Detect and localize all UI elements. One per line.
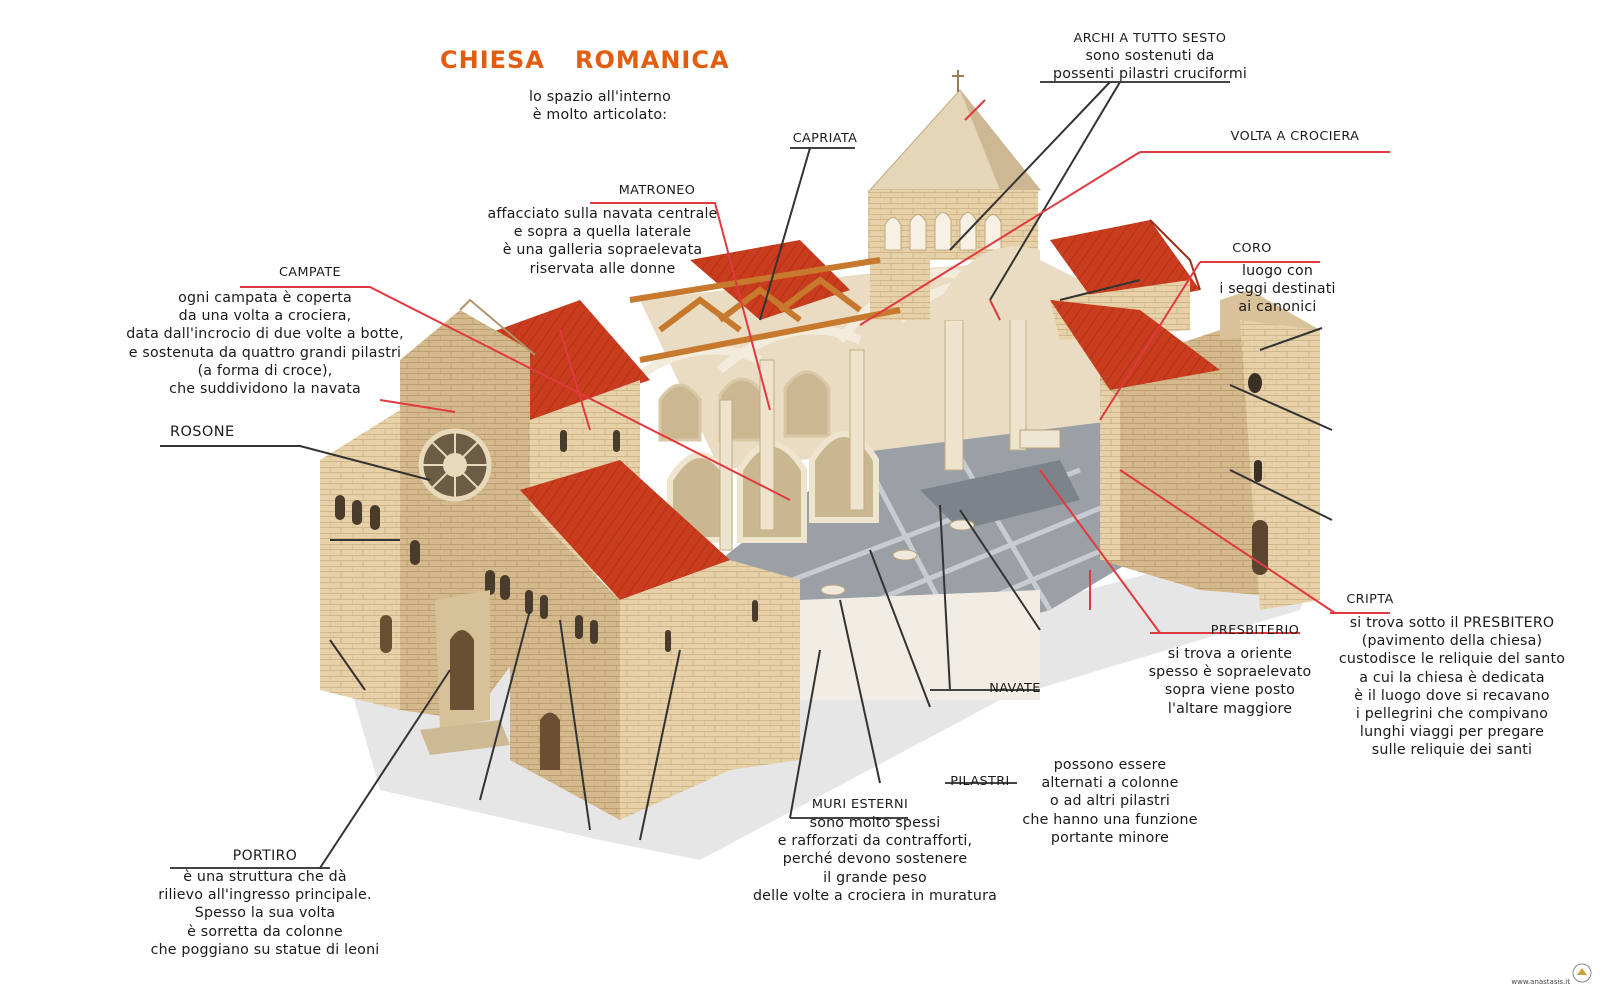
archi-heading: ARCHI A TUTTO SESTO bbox=[1073, 31, 1227, 46]
coro-text: luogo con i seggi destinati ai canonici bbox=[1190, 262, 1365, 317]
matroneo-line: è una galleria sopraelevata bbox=[502, 242, 703, 259]
pillar bbox=[944, 319, 964, 471]
pilastri-line: alternati a colonne bbox=[1041, 775, 1179, 792]
front-transept bbox=[510, 460, 1040, 820]
altar bbox=[1019, 429, 1061, 449]
pillar bbox=[759, 359, 775, 531]
cripta-line: si trova sotto il PRESBITERO bbox=[1349, 615, 1555, 631]
coro-line: i seggi destinati bbox=[1219, 281, 1336, 298]
capriata-heading: CAPRIATA bbox=[792, 131, 858, 146]
volta-heading: VOLTA A CROCIERA bbox=[1230, 129, 1360, 144]
presbiterio-line: spesso è sopraelevato bbox=[1148, 664, 1312, 681]
cripta-line: lunghi viaggi per pregare bbox=[1359, 724, 1545, 741]
pilastri-line: possono essere bbox=[1053, 757, 1167, 773]
title-word-1: CHIESA bbox=[440, 46, 545, 74]
matroneo-line: riservata alle donne bbox=[529, 260, 676, 277]
muri-line: sono molto spessi bbox=[809, 815, 941, 831]
muri-line: e rafforzati da contrafforti, bbox=[777, 833, 973, 850]
portiro-line: è sorretta da colonne bbox=[187, 923, 343, 940]
intro-line: lo spazio all'interno bbox=[529, 89, 671, 105]
presbiterio-text: si trova a oriente spesso è sopraelevato… bbox=[1130, 645, 1330, 718]
muri-line: perché devono sostenere bbox=[782, 851, 968, 868]
cripta-line: è il luogo dove si recavano bbox=[1354, 687, 1550, 704]
coro-line: ai canonici bbox=[1238, 299, 1317, 316]
campate-line: che suddividono la navata bbox=[169, 381, 361, 398]
campate-line: ogni campata è coperta bbox=[178, 290, 352, 306]
coro-line: luogo con bbox=[1241, 263, 1314, 279]
portiro-heading: PORTIRO bbox=[232, 848, 298, 864]
matroneo-line: affacciato sulla navata centrale bbox=[487, 206, 718, 222]
pilastri-heading: PILASTRI bbox=[950, 774, 1010, 789]
portiro-line: rilievo all'ingresso principale. bbox=[158, 887, 372, 904]
presbiterio-heading: PRESBITERIO bbox=[1210, 623, 1300, 638]
intro-line: è molto articolato: bbox=[532, 107, 668, 124]
leader-lines bbox=[160, 81, 1390, 869]
archi-line: sono sostenuti da bbox=[1085, 48, 1215, 64]
pilastri-line: o ad altri pilastri bbox=[1050, 793, 1170, 810]
portiro-line: Spesso la sua volta bbox=[194, 905, 336, 922]
intro-text: lo spazio all'interno è molto articolato… bbox=[490, 88, 710, 124]
campate-line: da una volta a crociera, bbox=[178, 308, 352, 325]
cripta-line: i pellegrini che compivano bbox=[1355, 706, 1549, 723]
portiro-text: è una struttura che dà rilievo all'ingre… bbox=[120, 868, 410, 959]
cripta-line: sulle reliquie dei santi bbox=[1371, 742, 1533, 759]
muri-text: sono molto spessi e rafforzati da contra… bbox=[740, 814, 1010, 905]
campate-heading: CAMPATE bbox=[278, 265, 342, 280]
cripta-text: si trova sotto il PRESBITERO (pavimento … bbox=[1322, 614, 1582, 760]
archi-text: sono sostenuti da possenti pilastri cruc… bbox=[1030, 47, 1270, 83]
crypt-section bbox=[920, 460, 1080, 530]
coro-heading: CORO bbox=[1232, 241, 1272, 256]
muri-line: delle volte a crociera in muratura bbox=[752, 887, 998, 904]
title-word-2: ROMANICA bbox=[575, 46, 730, 74]
campate-line: e sostenuta da quattro grandi pilastri bbox=[128, 344, 402, 361]
muri-line: il grande peso bbox=[823, 869, 927, 886]
pilastri-line: che hanno una funzione bbox=[1022, 811, 1198, 828]
campate-line: data dall'incrocio di due volte a botte, bbox=[126, 326, 404, 343]
cripta-heading: CRIPTA bbox=[1346, 592, 1394, 607]
pilastri-text: possono essere alternati a colonne o ad … bbox=[1005, 756, 1215, 847]
archi-line: possenti pilastri cruciformi bbox=[1052, 66, 1247, 83]
logo-icon bbox=[1572, 963, 1592, 983]
navate-heading: NAVATE bbox=[989, 681, 1041, 696]
pillar bbox=[849, 349, 865, 511]
muri-heading: MURI ESTERNI bbox=[811, 797, 909, 812]
pillar bbox=[719, 399, 733, 551]
presbiterio-line: sopra viene posto bbox=[1164, 682, 1296, 699]
dome-tower bbox=[868, 70, 1042, 320]
matroneo-text: affacciato sulla navata centrale e sopra… bbox=[470, 205, 735, 278]
pillar bbox=[1009, 299, 1027, 451]
cripta-line: a cui la chiesa è dedicata bbox=[1359, 669, 1545, 686]
credit-text: www.anastasis.it bbox=[1511, 978, 1570, 986]
facade bbox=[320, 298, 640, 755]
presbiterio-line: l'altare maggiore bbox=[1167, 700, 1293, 717]
portiro-line: è una struttura che dà bbox=[183, 869, 347, 885]
right-transept bbox=[1050, 219, 1320, 610]
campate-line: (a forma di croce), bbox=[197, 362, 333, 379]
pilastri-line: portante minore bbox=[1050, 829, 1170, 846]
matroneo-line: e sopra a quella laterale bbox=[513, 224, 692, 241]
presbiterio-line: si trova a oriente bbox=[1167, 646, 1293, 662]
campate-text: ogni campata è coperta da una volta a cr… bbox=[110, 289, 420, 398]
rosone-heading: ROSONE bbox=[170, 424, 235, 440]
portiro-line: che poggiano su statue di leoni bbox=[150, 941, 380, 958]
cripta-line: (pavimento della chiesa) bbox=[1361, 633, 1543, 650]
cripta-line: custodisce le reliquie del santo bbox=[1338, 651, 1566, 668]
matroneo-heading: MATRONEO bbox=[618, 183, 696, 198]
